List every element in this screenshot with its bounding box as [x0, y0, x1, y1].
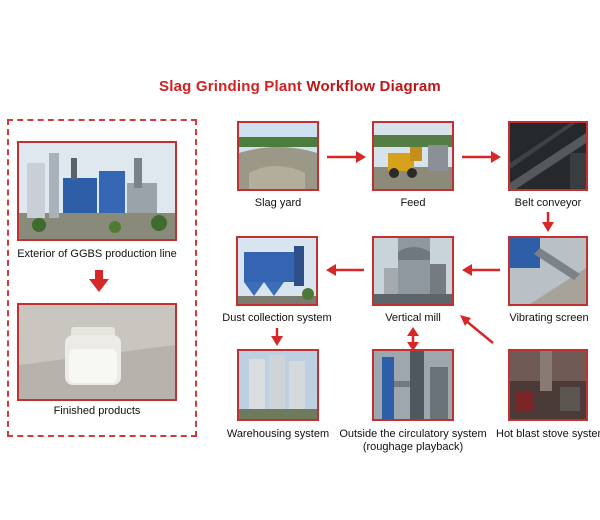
left-panel — [7, 119, 197, 437]
vertical-mill-label: Vertical mill — [385, 312, 441, 324]
hot-blast-stove-photo — [508, 349, 588, 421]
feed-photo — [372, 121, 454, 191]
belt-conveyor-photo — [508, 121, 588, 191]
warehousing-label: Warehousing system — [226, 428, 330, 440]
arrow-right-icon — [327, 151, 366, 163]
ggbs-exterior-label: Exterior of GGBS production line — [17, 248, 177, 260]
arrow-left-icon — [462, 264, 500, 276]
finished-products-label: Finished products — [53, 405, 141, 417]
slag-yard-label: Slag yard — [254, 197, 302, 209]
dust-collection-photo — [236, 236, 318, 306]
diagram-title: Slag Grinding Plant Workflow Diagram — [0, 78, 600, 95]
arrow-diagonal-icon — [460, 315, 494, 344]
outside-circulatory-photo — [372, 349, 454, 421]
arrow-left-icon — [326, 264, 364, 276]
arrow-right-icon — [462, 151, 501, 163]
warehousing-photo — [237, 349, 319, 421]
slag-yard-photo — [237, 121, 319, 191]
title-part-1: Slag Grinding Plant — [159, 78, 302, 95]
dust-collection-label: Dust collection system — [222, 312, 332, 324]
outside-circulatory-line-2: (roughage playback) — [362, 441, 464, 453]
finished-products-photo — [17, 303, 177, 401]
title-part-2: Workflow Diagram — [306, 78, 441, 95]
arrow-down-icon — [542, 212, 554, 232]
outside-circulatory-label: Outside the circulatory system (roughage… — [338, 428, 488, 454]
vibrating-screen-label: Vibrating screen — [509, 312, 589, 324]
outside-circulatory-line-1: Outside the circulatory system — [339, 428, 487, 440]
vibrating-screen-photo — [508, 236, 588, 306]
feed-label: Feed — [400, 197, 426, 209]
arrow-up-icon — [407, 327, 419, 351]
hot-blast-stove-label: Hot blast stove system — [496, 428, 600, 440]
arrow-down-icon — [89, 270, 109, 292]
ggbs-exterior-photo — [17, 141, 177, 241]
belt-conveyor-label: Belt conveyor — [514, 197, 582, 209]
arrow-down-icon — [271, 328, 283, 346]
vertical-mill-photo — [372, 236, 454, 306]
